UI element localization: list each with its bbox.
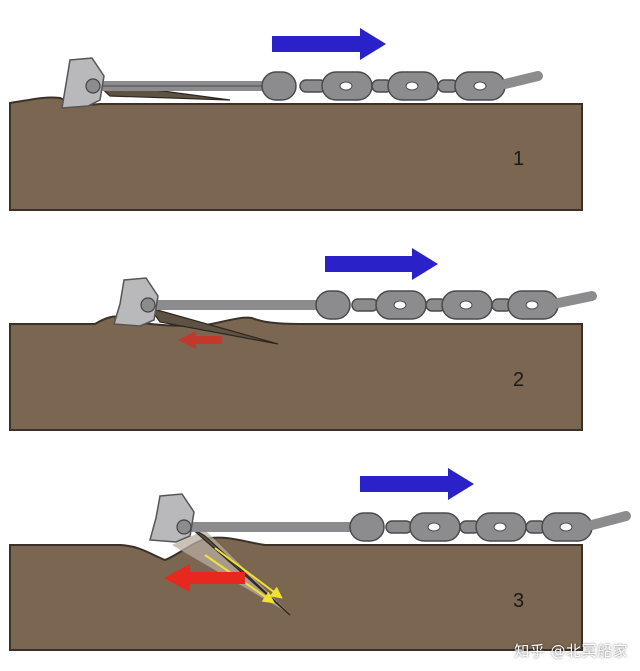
- pull-arrow-icon: [272, 28, 386, 60]
- watermark: 知乎 @北冥船家: [514, 642, 628, 660]
- panel-number-2: 2: [513, 369, 524, 391]
- anchor-crown: [61, 57, 105, 109]
- seabed-block: [9, 96, 583, 211]
- panel-number-1: 1: [513, 148, 524, 170]
- resistance-arrow-icon: [178, 331, 222, 349]
- anchor-chain: [315, 290, 597, 320]
- pull-arrow-icon: [360, 468, 474, 500]
- seabed-block: [9, 536, 583, 651]
- fluke-force-line: [214, 547, 283, 599]
- panel-number-3: 3: [513, 590, 524, 612]
- resistance-arrow-icon: [164, 564, 245, 592]
- pull-arrow-icon: [325, 248, 438, 280]
- panel-1: 1: [9, 28, 583, 211]
- anchor-chain: [261, 71, 543, 101]
- anchor-chain: [349, 511, 631, 542]
- panel-3: 3: [9, 468, 631, 651]
- anchor-crown: [113, 277, 159, 327]
- anchor-crown: [149, 493, 195, 543]
- panel-2: 2: [9, 248, 597, 431]
- seabed-block: [9, 315, 583, 431]
